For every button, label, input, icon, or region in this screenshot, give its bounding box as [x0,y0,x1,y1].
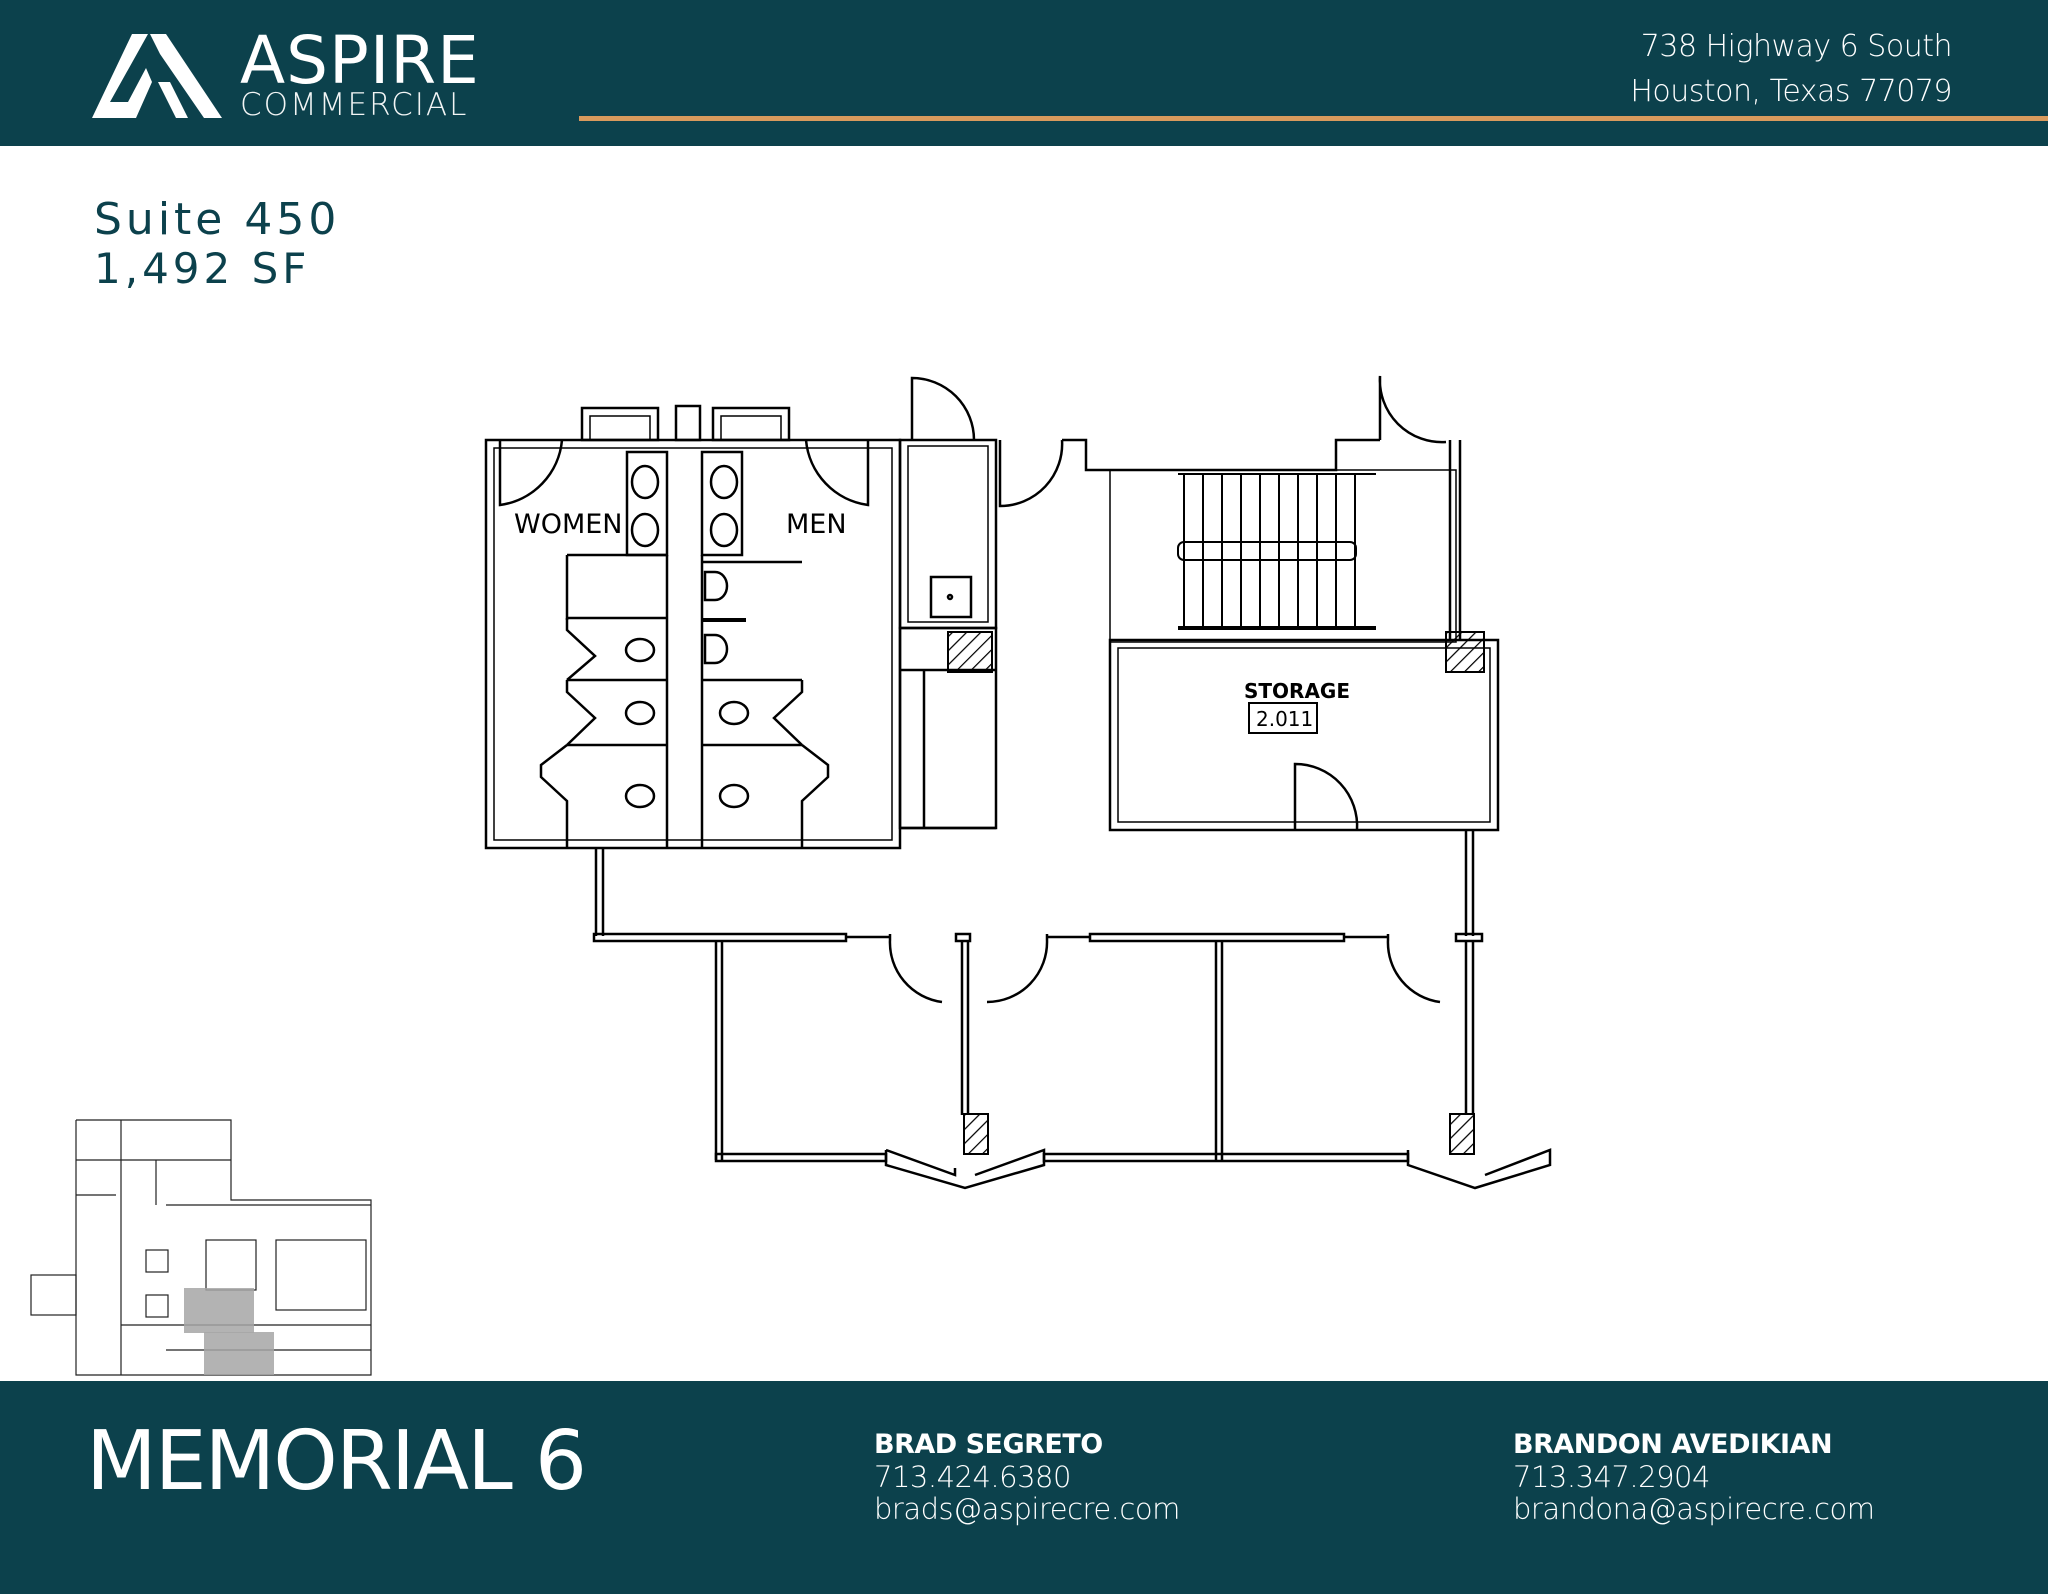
building-name: MEMORIAL 6 [86,1414,587,1509]
brand-subtitle: COMMERCIAL [240,87,469,123]
suite-info: Suite 450 1,492 SF [94,198,340,290]
aspire-logo: ASPIRE COMMERCIAL [92,28,492,123]
brand-name: ASPIRE [240,22,480,99]
room-number-storage: 2.011 [1256,707,1313,731]
aspire-mountain-logo-icon [92,34,222,118]
contact-email[interactable]: brads@aspirecre.com [874,1492,1180,1526]
floor-plan: WOMEN MEN STORAGE 2.011 [484,375,1552,1190]
contact-card: BRAD SEGRETO 713.424.6380 brads@aspirecr… [874,1429,1180,1525]
key-plan-highlight [184,1288,254,1333]
address-line-2: Houston, Texas 77079 [1630,74,1952,109]
address-block: 738 Highway 6 South Houston, Texas 77079 [1630,24,1952,114]
room-label-women: WOMEN [514,509,623,540]
contact-card: BRANDON AVEDIKIAN 713.347.2904 brandona@… [1513,1429,1875,1526]
footer-bar: MEMORIAL 6 BRAD SEGRETO 713.424.6380 bra… [0,1381,2048,1594]
contact-email[interactable]: brandona@aspirecre.com [1513,1492,1875,1526]
room-label-men: MEN [786,509,847,540]
room-label-storage: STORAGE [1244,679,1350,703]
address-line-1: 738 Highway 6 South [1640,29,1953,64]
header-bar: ASPIRE COMMERCIAL 738 Highway 6 South Ho… [0,0,2048,146]
contact-phone[interactable]: 713.424.6380 [874,1460,1071,1494]
accent-divider [579,116,2048,121]
contact-name: BRAD SEGRETO [874,1429,1103,1460]
contact-phone[interactable]: 713.347.2904 [1513,1460,1710,1494]
suite-area: 1,492 SF [94,244,311,293]
key-plan [30,1119,372,1376]
contact-name: BRANDON AVEDIKIAN [1513,1429,1833,1460]
suite-name: Suite 450 [94,194,341,245]
